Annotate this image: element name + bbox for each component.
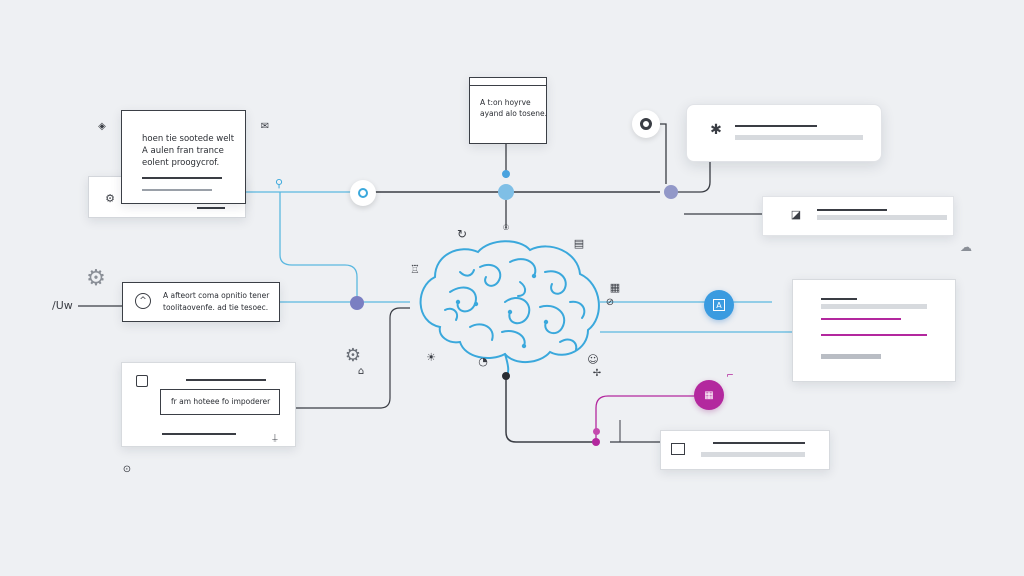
brain-illustration bbox=[419, 240, 600, 379]
card-top-center-line1: A t:on hoyrve bbox=[480, 98, 531, 107]
card-bottom-left-bar1 bbox=[186, 379, 266, 381]
trophy-icon: ♖ bbox=[410, 262, 420, 276]
node-top-center-small bbox=[502, 170, 510, 178]
far-left-label: /Uw bbox=[52, 299, 73, 312]
node-magenta[interactable]: ▦ bbox=[694, 380, 724, 410]
chevron-up-icon: ^ bbox=[135, 293, 151, 309]
card-bottom-right-bar1 bbox=[713, 442, 805, 444]
node-circle-icon[interactable] bbox=[632, 110, 660, 138]
code-icon: ▦ bbox=[609, 280, 621, 294]
card-mid-right-bar2 bbox=[817, 215, 947, 220]
refresh-icon: ↻ bbox=[456, 227, 468, 241]
chart-line-icon: ◔ bbox=[478, 354, 488, 368]
card-bottom-left[interactable]: fr am hoteee fo impoderer bbox=[121, 362, 296, 447]
card-top-left-line3: eolent proogycrof. bbox=[142, 158, 220, 168]
node-top-left-ring-core bbox=[358, 188, 368, 198]
connector-bottom-center bbox=[505, 376, 596, 443]
card-top-left-line2: A aulen fran trance bbox=[142, 146, 224, 156]
table-icon bbox=[671, 443, 685, 455]
card-bottom-left-bar2 bbox=[162, 433, 236, 435]
node-top-left-ring[interactable] bbox=[350, 180, 376, 206]
calendar-grid-icon: ▤ bbox=[573, 236, 585, 250]
card-top-left-bar2 bbox=[142, 189, 212, 191]
connector-bottom-left bbox=[296, 307, 410, 409]
card-top-left[interactable]: hoen tie sootede welt A aulen fran tranc… bbox=[121, 110, 246, 204]
card-bottom-left-inner: fr am hoteee fo impoderer bbox=[160, 389, 280, 415]
node-magenta-tiny bbox=[593, 428, 600, 435]
card-bottom-right-bar2 bbox=[701, 452, 805, 457]
node-center-right[interactable]: A bbox=[704, 290, 734, 320]
node-mid-left[interactable] bbox=[350, 296, 364, 310]
card-right-bar2 bbox=[821, 304, 927, 309]
card-top-center-line2: ayand alo tosene. bbox=[480, 109, 547, 118]
card-top-right[interactable]: ✱ bbox=[686, 104, 882, 162]
gear-icon: ⚙ bbox=[105, 191, 115, 205]
shield-icon: ◈ bbox=[98, 120, 106, 132]
card-mid-left-line2: toolitaovenfe. ad tie tesoec. bbox=[163, 303, 269, 312]
tag-icon: ⌂ bbox=[357, 365, 365, 377]
card-header-bar bbox=[470, 78, 546, 86]
pin-icon: ⌾ bbox=[503, 222, 509, 234]
card-right[interactable] bbox=[792, 279, 956, 382]
tools-icon: ✢ bbox=[592, 367, 602, 379]
large-gear-icon: ⚙ bbox=[86, 265, 106, 291]
card-right-bar1 bbox=[821, 298, 857, 300]
plug-icon: ⚲ bbox=[274, 176, 284, 190]
square-a-icon: A bbox=[713, 299, 725, 311]
card-top-right-bar1 bbox=[735, 125, 817, 127]
window-icon bbox=[136, 375, 148, 387]
node-magenta-small bbox=[592, 438, 600, 446]
node-bottom-center-dot bbox=[502, 372, 510, 380]
chat-icon: ☁ bbox=[960, 240, 972, 254]
node-top-center[interactable] bbox=[498, 184, 514, 200]
card-top-left-line1: hoen tie sootede welt bbox=[142, 134, 235, 144]
card-top-left-back-bar bbox=[197, 207, 225, 209]
card-mid-right-bar1 bbox=[817, 209, 887, 211]
lightbulb-icon: ☀ bbox=[426, 350, 436, 364]
card-bottom-right[interactable] bbox=[660, 430, 830, 470]
card-top-center[interactable]: A t:on hoyrve ayand alo tosene. bbox=[469, 77, 547, 144]
connector-magenta bbox=[595, 395, 696, 442]
arrow-tick-icon: ⌐ bbox=[726, 371, 734, 381]
connector-top-right bbox=[672, 149, 711, 193]
dollar-icon: ⊙ bbox=[122, 463, 132, 475]
connector-left-blue-drop bbox=[279, 192, 358, 302]
card-top-left-bar1 bbox=[142, 177, 222, 179]
card-bottom-left-line1: fr am hoteee fo impoderer bbox=[171, 397, 271, 406]
sparkle-icon: ✱ bbox=[710, 122, 722, 138]
settings-icon: ⚙ bbox=[344, 344, 362, 366]
card-mid-left[interactable]: ^ A afteort coma opnitio tener toolitaov… bbox=[122, 282, 280, 322]
chart-icon: ◪ bbox=[790, 207, 802, 221]
card-mid-left-line1: A afteort coma opnitio tener bbox=[163, 291, 270, 300]
card-mid-right[interactable]: ◪ bbox=[762, 196, 954, 236]
message-icon: ✉ bbox=[260, 120, 270, 132]
circle-icon bbox=[640, 118, 652, 130]
card-top-right-bar2 bbox=[735, 135, 863, 140]
card-right-magenta-bar1 bbox=[821, 318, 901, 320]
card-right-magenta-bar2 bbox=[821, 334, 927, 336]
pin-small-icon: ⍊ bbox=[272, 433, 278, 443]
node-top-right[interactable] bbox=[664, 185, 678, 199]
user-icon: ☺ bbox=[587, 352, 599, 366]
card-right-bar3 bbox=[821, 354, 881, 359]
link-icon: ⊘ bbox=[605, 296, 615, 308]
calendar-icon: ▦ bbox=[704, 389, 714, 401]
